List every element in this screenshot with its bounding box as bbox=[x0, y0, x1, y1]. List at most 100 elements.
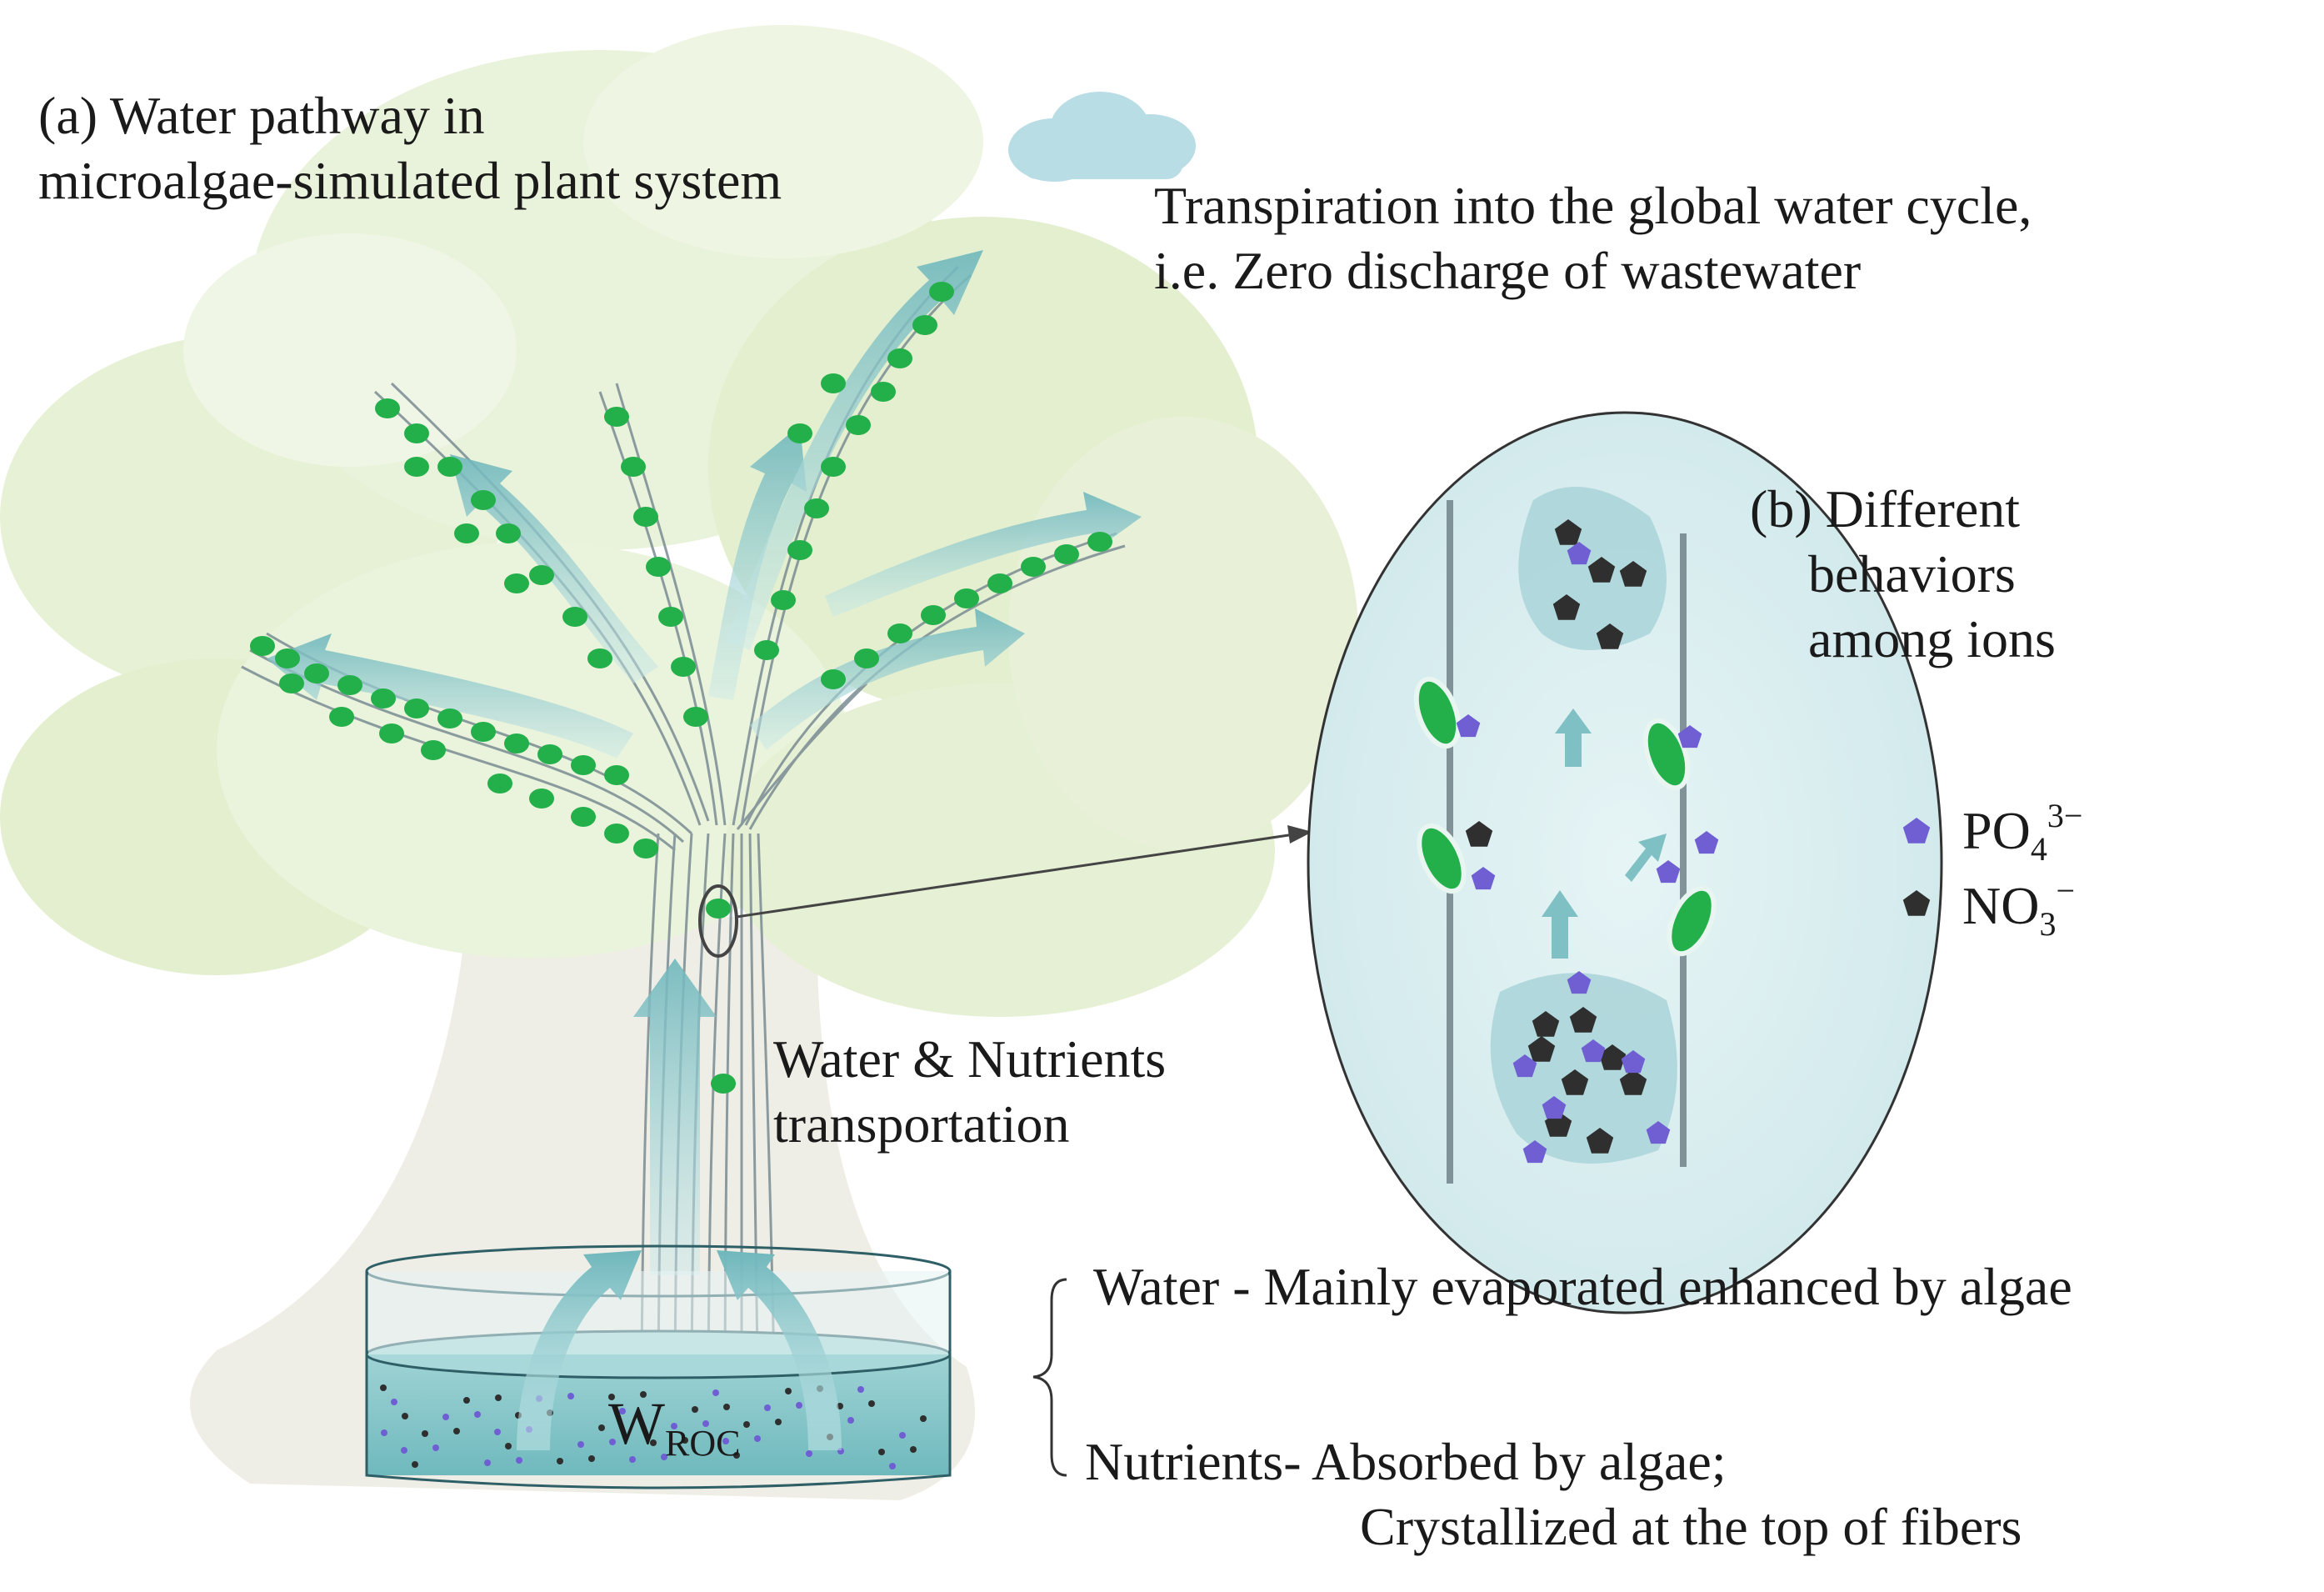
ion-dot bbox=[609, 1439, 616, 1445]
ion-dot bbox=[796, 1402, 802, 1409]
zoom-panel bbox=[1307, 411, 1943, 1314]
ion-dot bbox=[640, 1391, 647, 1398]
nitrate-ion bbox=[1527, 1036, 1556, 1062]
nitrate-ion bbox=[1532, 1011, 1560, 1037]
phosphate-ion bbox=[1677, 725, 1702, 748]
transport-line1: Water & Nutrients bbox=[773, 1029, 1167, 1089]
ion-dot bbox=[453, 1428, 460, 1434]
transpiration-line2: i.e. Zero discharge of wastewater bbox=[1154, 241, 1862, 301]
ion-dot bbox=[692, 1406, 698, 1413]
container-wall bbox=[365, 1271, 952, 1489]
zoom-pointer-line bbox=[736, 832, 1301, 919]
algae-cell bbox=[371, 688, 396, 708]
algae-cell bbox=[1054, 544, 1079, 564]
ion-dot bbox=[598, 1424, 605, 1431]
phosphate-ion bbox=[1567, 542, 1592, 565]
algae-cell bbox=[821, 457, 846, 477]
transpiration-line1: Transpiration into the global water cycl… bbox=[1154, 176, 2032, 235]
algae-cell bbox=[604, 824, 629, 844]
flow-arrow bbox=[517, 1250, 642, 1450]
nitrate-ion bbox=[1465, 821, 1493, 847]
ion-dot bbox=[619, 1408, 626, 1414]
ion-dot bbox=[608, 1394, 615, 1400]
ion-dot bbox=[484, 1459, 491, 1466]
algae-cell bbox=[787, 540, 812, 560]
algae-cell bbox=[871, 382, 896, 402]
ion-dot bbox=[910, 1446, 917, 1453]
algae-cell bbox=[437, 708, 462, 728]
phosphate-legend-marker bbox=[1902, 818, 1931, 844]
algae-cell bbox=[706, 899, 731, 919]
ion-dot bbox=[712, 1389, 719, 1396]
algae-cell bbox=[821, 373, 846, 393]
algae-cell bbox=[1021, 557, 1046, 577]
ion-dot bbox=[401, 1447, 407, 1454]
ion-dot bbox=[412, 1461, 418, 1468]
ion-dot bbox=[557, 1458, 563, 1464]
algae-cell bbox=[954, 588, 979, 608]
flow-arrow bbox=[633, 959, 717, 1275]
ion-dot bbox=[671, 1423, 677, 1429]
phosphate-legend-label: PO43− bbox=[1962, 797, 2083, 868]
algae-cell bbox=[621, 457, 646, 477]
algae-cell bbox=[571, 807, 596, 827]
ion-dot bbox=[432, 1444, 439, 1451]
ion-dot bbox=[516, 1457, 522, 1464]
nitrate-ion bbox=[1561, 1069, 1589, 1095]
algae-cell bbox=[1642, 718, 1691, 791]
algae-cell bbox=[821, 669, 846, 689]
water-note: Water - Mainly evaporated enhanced by al… bbox=[1093, 1257, 2072, 1316]
phosphate-ion bbox=[1522, 1140, 1547, 1164]
algae-cell bbox=[587, 648, 612, 668]
ion-dot bbox=[629, 1456, 636, 1463]
phosphate-ion bbox=[1581, 1039, 1606, 1063]
algae-cell bbox=[987, 573, 1012, 593]
ion-dot bbox=[588, 1455, 595, 1462]
nitrate-ion bbox=[1596, 623, 1624, 649]
algae-cell bbox=[562, 607, 587, 627]
phosphate-ion bbox=[1621, 1050, 1646, 1074]
algae-cell bbox=[646, 557, 671, 577]
ion-dot bbox=[847, 1417, 854, 1424]
algae-cell bbox=[633, 839, 658, 859]
algae-cell bbox=[1667, 885, 1717, 957]
canopy-leaf bbox=[583, 25, 983, 258]
ion-dot bbox=[868, 1400, 875, 1407]
algae-cell bbox=[537, 744, 562, 764]
algae-cell bbox=[421, 740, 446, 760]
flow-arrow bbox=[750, 608, 1025, 750]
container-label: WROC bbox=[608, 1390, 741, 1464]
algae-cell bbox=[329, 707, 354, 727]
algae-cell bbox=[504, 573, 529, 593]
algae-cell bbox=[887, 348, 912, 368]
brace bbox=[1032, 1278, 1067, 1477]
flow-arrow bbox=[825, 492, 1142, 617]
algae-cell bbox=[633, 507, 658, 527]
zoom-marker bbox=[698, 884, 738, 958]
algae-cell bbox=[754, 640, 779, 660]
algae-cells bbox=[250, 282, 1112, 1094]
ion-dot bbox=[380, 1384, 387, 1391]
algae-cell bbox=[279, 673, 304, 693]
zoom-ions bbox=[1456, 519, 1719, 1164]
algae-cell bbox=[846, 415, 871, 435]
ion-dot bbox=[494, 1429, 501, 1435]
algae-cell bbox=[604, 407, 629, 427]
algae-cell bbox=[529, 788, 554, 809]
algae-cell bbox=[912, 315, 937, 335]
ion-dot bbox=[702, 1420, 709, 1427]
algae-cell bbox=[379, 723, 404, 743]
ion-dot bbox=[785, 1388, 792, 1394]
phosphate-ion bbox=[1694, 831, 1719, 854]
phosphate-ion bbox=[1512, 1054, 1537, 1078]
ion-dot bbox=[878, 1449, 885, 1455]
phosphate-ion bbox=[1567, 971, 1592, 994]
phosphate-ion bbox=[1656, 860, 1681, 884]
ion-dot bbox=[577, 1441, 584, 1448]
algae-cell bbox=[804, 498, 829, 518]
flow-arrow bbox=[267, 633, 633, 758]
ion-dot bbox=[422, 1430, 428, 1437]
phosphate-ion bbox=[1542, 1096, 1567, 1119]
zoom-algae-cells bbox=[1413, 676, 1717, 957]
